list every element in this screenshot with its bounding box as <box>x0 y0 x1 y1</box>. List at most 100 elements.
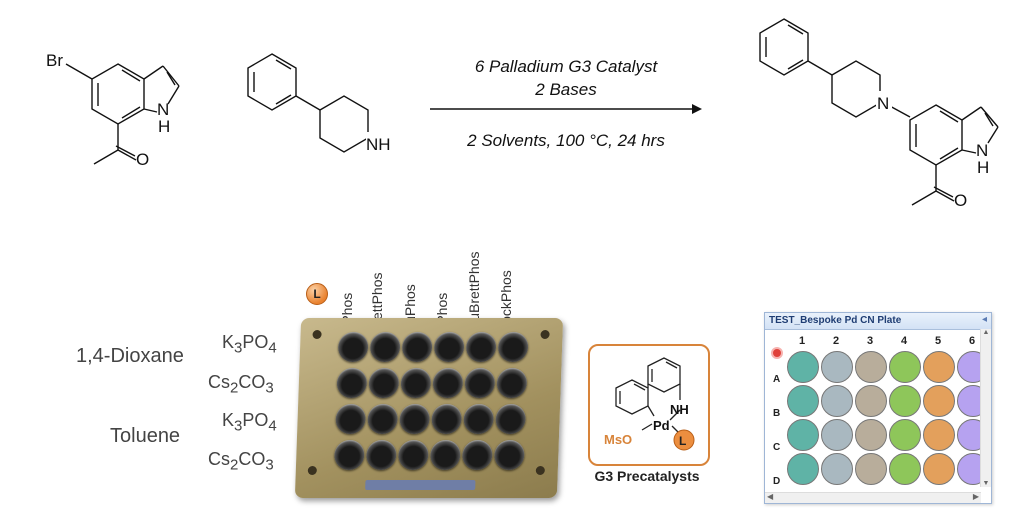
reaction-vial <box>335 404 367 434</box>
reaction-vial <box>367 404 399 434</box>
plate-well[interactable] <box>923 385 955 417</box>
reaction-vial <box>496 368 528 398</box>
product-indole-h-label: H <box>977 158 989 177</box>
condition-line-3: 2 Solvents, 100 °C, 24 hrs <box>467 131 665 150</box>
plate-column-header[interactable]: 4 <box>900 335 908 347</box>
base-label-cs2co3-2: Cs2CO3 <box>208 449 274 474</box>
plate-well[interactable] <box>787 385 819 417</box>
condition-line-1: 6 Palladium G3 Catalyst <box>474 57 658 76</box>
ligand-badge: L <box>306 283 328 305</box>
reaction-vial <box>368 368 400 398</box>
indole-n-label: N <box>157 100 169 119</box>
plate-well[interactable] <box>889 385 921 417</box>
plate-well[interactable] <box>855 453 887 485</box>
reaction-arrow <box>430 104 702 114</box>
reaction-block-plate <box>294 318 564 498</box>
precatalyst-ligand-circle <box>673 429 695 451</box>
plate-well[interactable] <box>889 351 921 383</box>
block-screw <box>535 466 545 475</box>
horizontal-scrollbar[interactable]: ◀ ▶ <box>765 492 981 503</box>
reaction-vial <box>400 368 432 398</box>
plate-column-header[interactable]: 6 <box>968 335 976 347</box>
reaction-vial <box>497 332 529 362</box>
reaction-vial <box>495 404 527 434</box>
reaction-vial <box>337 332 369 362</box>
plate-well[interactable] <box>957 453 981 485</box>
solvent-label-dioxane: 1,4-Dioxane <box>76 345 184 367</box>
reaction-vial <box>429 440 461 470</box>
carbonyl-o-label: O <box>136 150 149 169</box>
plate-row-header[interactable]: A <box>773 374 781 385</box>
plate-well[interactable] <box>855 385 887 417</box>
reaction-vial <box>431 404 463 434</box>
plate-well[interactable] <box>821 351 853 383</box>
plate-corner-icon[interactable] <box>771 347 783 359</box>
plate-well[interactable] <box>889 453 921 485</box>
window-collapse-icon[interactable]: ◂ <box>981 314 987 325</box>
plate-well[interactable] <box>821 453 853 485</box>
scroll-down-icon[interactable]: ▼ <box>982 480 990 487</box>
product-carbonyl-o-label: O <box>954 191 967 210</box>
scroll-right-icon[interactable]: ▶ <box>972 492 979 501</box>
reaction-vial <box>461 440 493 470</box>
plate-well[interactable] <box>923 351 955 383</box>
precatalyst-ligand-label: L <box>679 434 686 448</box>
base-label-k3po4-2: K3PO4 <box>222 410 277 435</box>
plate-row-header[interactable]: D <box>773 476 781 487</box>
plate-well[interactable] <box>957 419 981 451</box>
reaction-vial <box>369 332 401 362</box>
base-label-cs2co3-1: Cs2CO3 <box>208 372 274 397</box>
g3-precatalyst-structure-box: NH Pd MsO L <box>588 344 710 466</box>
reaction-vial <box>399 404 431 434</box>
scroll-up-icon[interactable]: ▲ <box>982 329 990 336</box>
plate-well[interactable] <box>923 453 955 485</box>
reaction-vial <box>401 332 433 362</box>
plate-row-header[interactable]: B <box>773 408 781 419</box>
plate-well[interactable] <box>821 419 853 451</box>
reaction-vial <box>336 368 368 398</box>
reaction-vial <box>333 440 365 470</box>
g3-precatalyst-structure: NH Pd MsO L <box>604 357 695 451</box>
amine-nh-label: NH <box>366 135 391 154</box>
reaction-vial <box>463 404 495 434</box>
plate-well[interactable] <box>855 351 887 383</box>
plate-well[interactable] <box>787 419 819 451</box>
plate-column-header[interactable]: 1 <box>798 335 806 347</box>
plate-column-header[interactable]: 2 <box>832 335 840 347</box>
plate-column-header[interactable]: 5 <box>934 335 942 347</box>
reaction-vial <box>432 368 464 398</box>
condition-line-2: 2 Bases <box>535 80 597 99</box>
product-structure: N N H O <box>759 18 999 210</box>
base-label-k3po4-1: K3PO4 <box>222 332 277 357</box>
plate-well[interactable] <box>821 385 853 417</box>
indole-h-label: H <box>158 117 170 136</box>
plate-window-title: TEST_Bespoke Pd CN Plate <box>765 313 991 330</box>
plate-row-header[interactable]: C <box>773 442 781 453</box>
plate-well[interactable] <box>889 419 921 451</box>
product-piperidine-n-label: N <box>877 94 889 113</box>
reaction-vial <box>464 368 496 398</box>
plate-well[interactable] <box>787 351 819 383</box>
reaction-vial <box>493 440 525 470</box>
precatalyst-nh-label: NH <box>670 402 689 417</box>
vertical-scrollbar[interactable]: ▲ ▼ <box>980 329 991 487</box>
block-screw <box>312 330 322 339</box>
reaction-vial <box>365 440 397 470</box>
block-screw <box>307 466 317 475</box>
block-screw <box>540 330 550 339</box>
plate-well[interactable] <box>787 453 819 485</box>
plate-column-header[interactable]: 3 <box>866 335 874 347</box>
block-label-strip <box>365 480 476 490</box>
plate-well[interactable] <box>855 419 887 451</box>
g3-precatalysts-caption: G3 Precatalysts <box>594 468 700 484</box>
amine-structure: NH <box>247 53 392 154</box>
plate-well[interactable] <box>923 419 955 451</box>
solvent-label-toluene: Toluene <box>110 425 181 447</box>
plate-well[interactable] <box>957 385 981 417</box>
bromine-atom-label: Br <box>46 51 63 70</box>
precatalyst-mso-label: MsO <box>604 432 632 447</box>
plate-well[interactable] <box>957 351 981 383</box>
scroll-left-icon[interactable]: ◀ <box>767 492 774 501</box>
reaction-vial <box>397 440 429 470</box>
